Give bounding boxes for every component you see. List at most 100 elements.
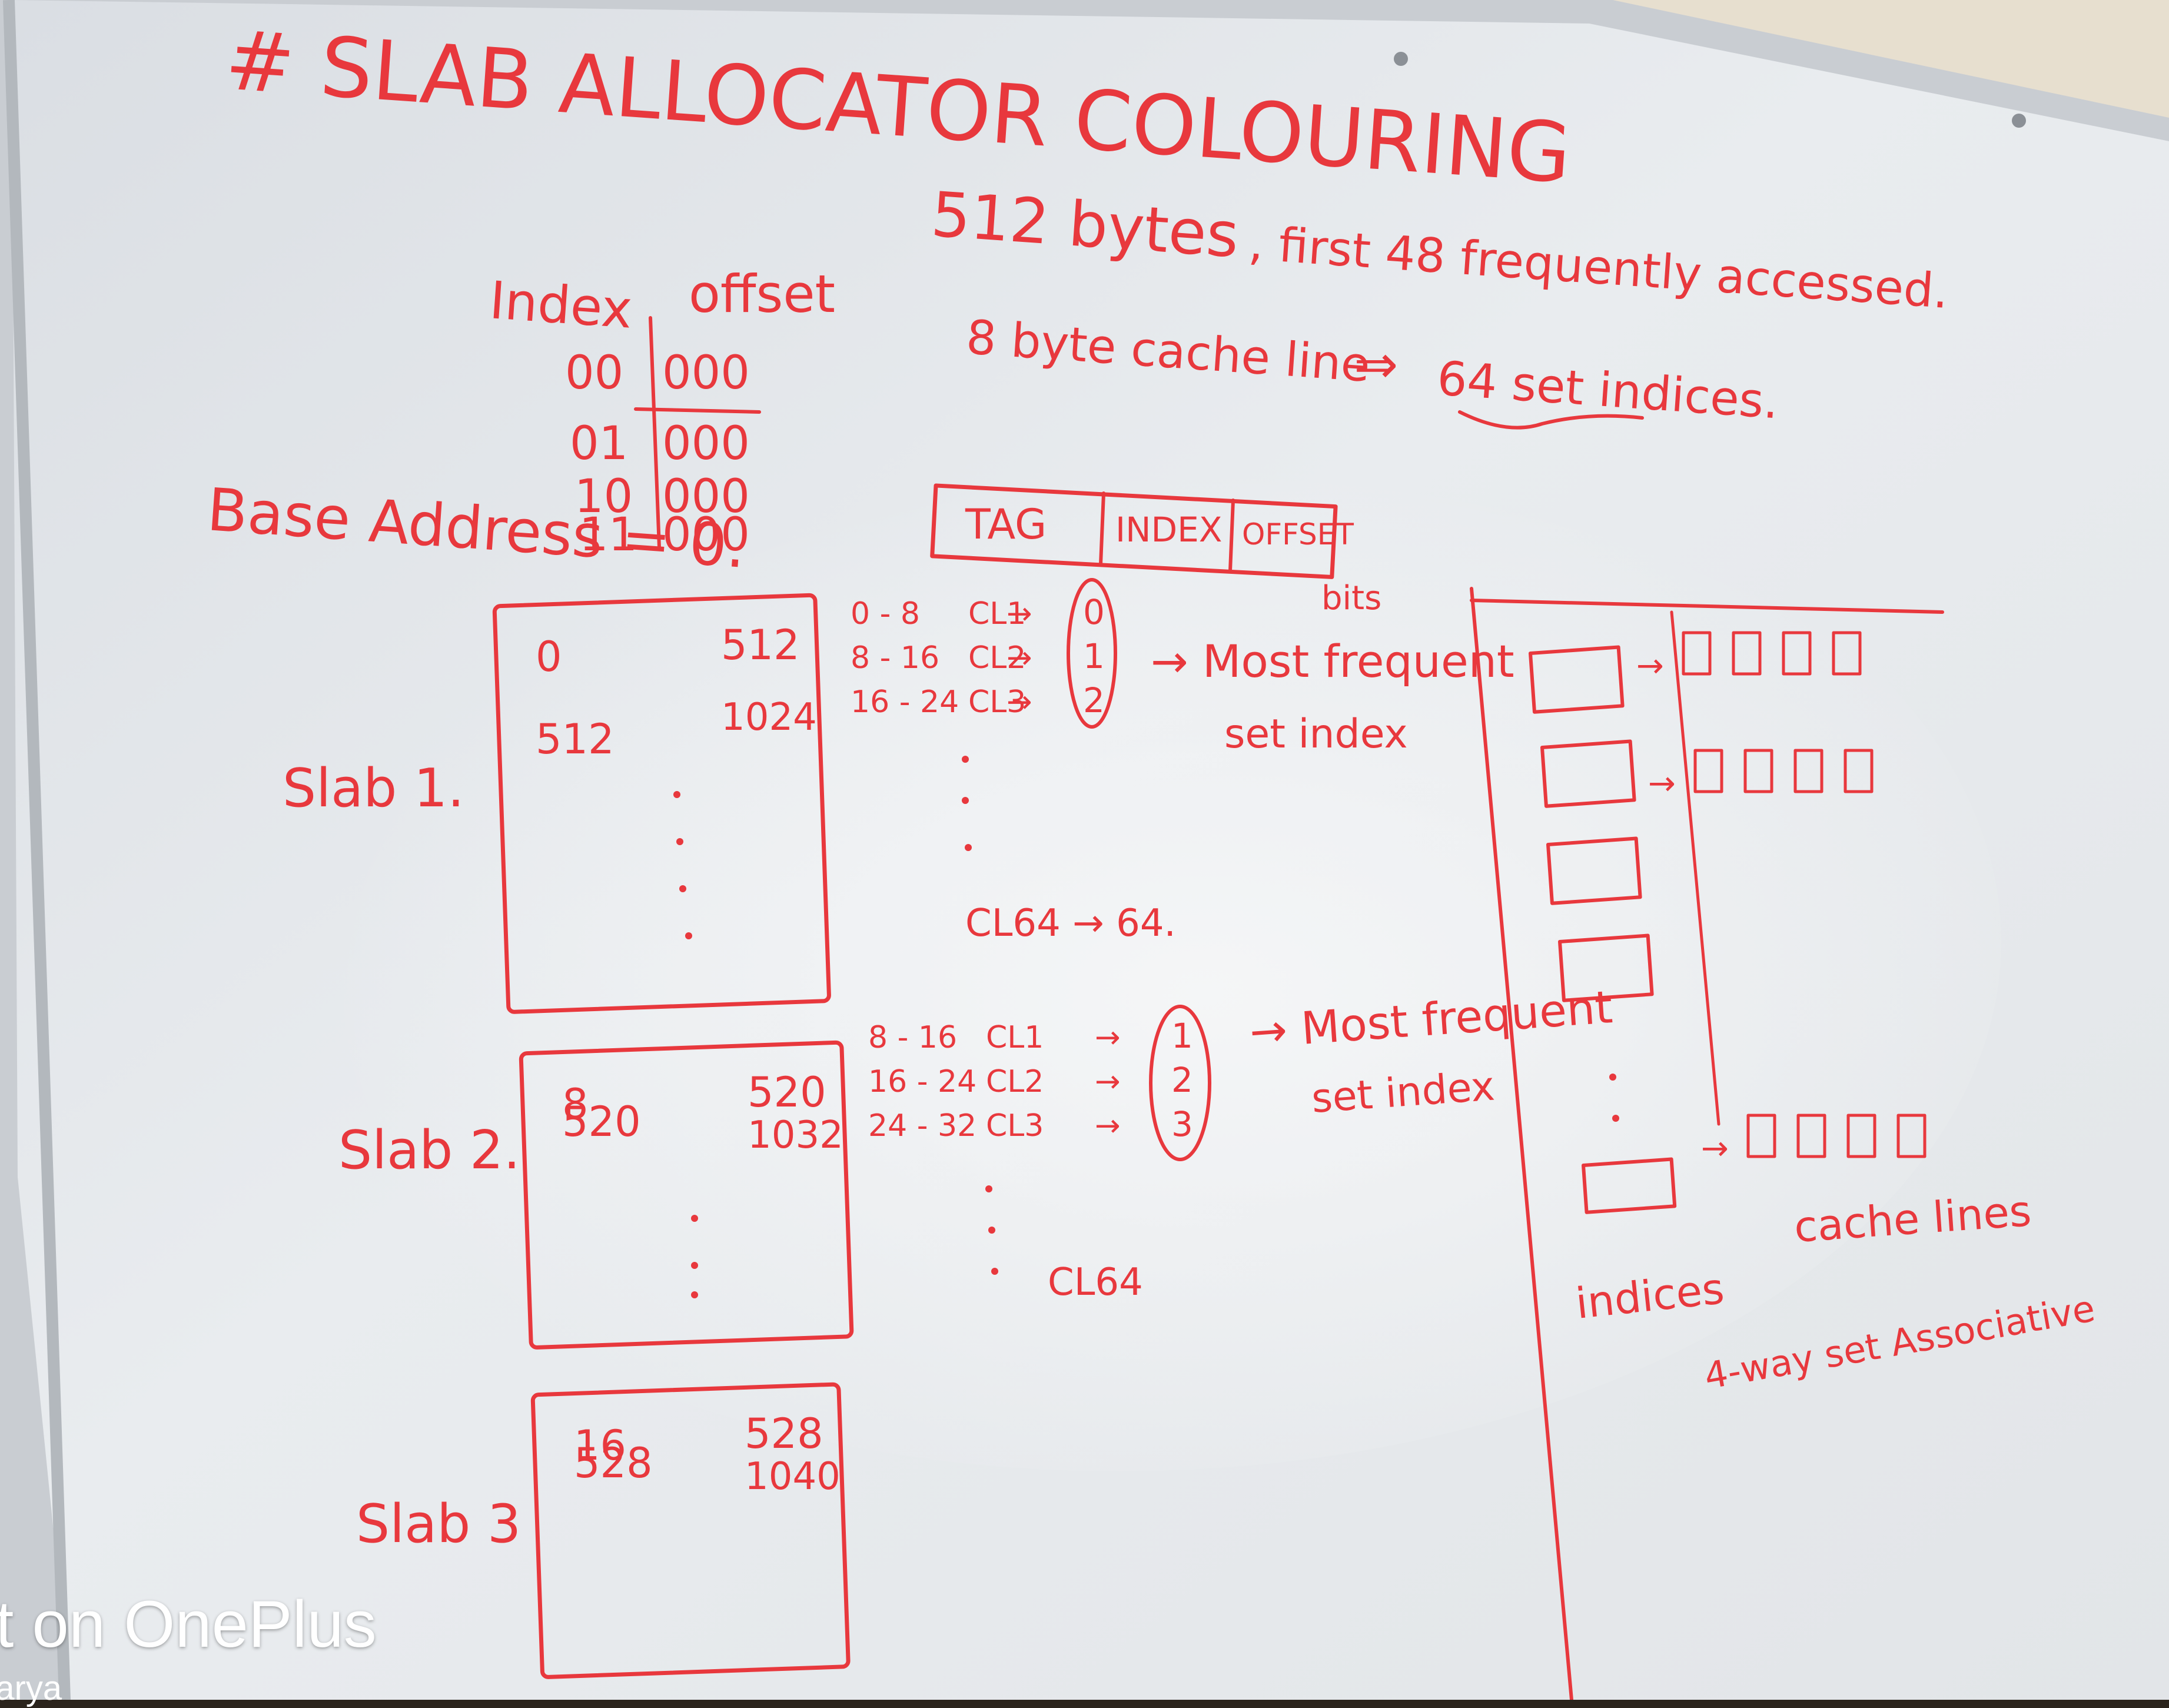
- table-index-cell: 11: [579, 509, 637, 561]
- arrow-icon: →: [1095, 1064, 1121, 1099]
- slab-label: Slab 1.: [283, 757, 464, 819]
- slab-box: [530, 1382, 851, 1679]
- watermark: ot on OnePlus: [0, 1587, 377, 1661]
- cache-line-box: [1793, 749, 1823, 793]
- most-frequent-1: → Most frequent: [1151, 635, 1514, 687]
- mapping-range: 0 - 8: [851, 596, 920, 632]
- cache-line-box: [1832, 631, 1862, 676]
- ellipsis-dot: [965, 844, 972, 851]
- slab-second: 520: [562, 1098, 641, 1146]
- continuation-dots: [673, 756, 1619, 1298]
- arrow-icon: →: [1007, 684, 1032, 720]
- board-screw-icon: [2012, 114, 2026, 128]
- cache-line-box: [1846, 1114, 1876, 1158]
- slab-start-end: 528: [745, 1410, 823, 1458]
- mapping-cache-line: CL1: [986, 1020, 1044, 1055]
- slab1-last-line: CL64 → 64.: [965, 902, 1176, 945]
- slab-start-end: 520: [748, 1068, 826, 1116]
- arrow-icon: →: [1095, 1020, 1121, 1055]
- mapping-set-index: 2: [1083, 680, 1105, 720]
- cache-line-box: [1796, 1114, 1826, 1158]
- index-slot-box: [1546, 836, 1642, 905]
- cache-line-box: [1896, 1114, 1926, 1158]
- index-slot-box: [1528, 645, 1625, 714]
- index-header: Index: [488, 270, 635, 340]
- cache-inner-line: [1670, 610, 1720, 1126]
- slab1-set-circle: [1067, 578, 1117, 729]
- mapping-set-index: 0: [1083, 592, 1105, 632]
- table-index-cell: 10: [574, 470, 633, 523]
- mapping-cache-line: CL3: [986, 1108, 1044, 1144]
- cache-line-box: [1746, 1114, 1776, 1158]
- mapping-set-index: 1: [1171, 1016, 1193, 1056]
- ellipsis-dot: [673, 791, 680, 798]
- cache-line-box: [1782, 631, 1812, 676]
- mapping-cache-line: CL2: [968, 640, 1026, 676]
- slab-box: [492, 593, 831, 1014]
- slab-second-end: 1024: [721, 696, 817, 739]
- mapping-cache-line: CL2: [986, 1064, 1044, 1099]
- board-left-edge: [3, 0, 71, 1700]
- ellipsis-dot: [685, 932, 692, 939]
- arrow-icon: →: [1648, 765, 1676, 803]
- mapping-set-index: 1: [1083, 636, 1105, 676]
- table-offset-cell: 000: [662, 347, 750, 400]
- cache-diagram: → → →: [1470, 587, 1944, 1700]
- field-index: INDEX: [1115, 510, 1223, 550]
- table-index-cell: 00: [565, 347, 623, 400]
- arrow-icon: →: [1095, 1108, 1121, 1144]
- arrow-icon: →: [1701, 1129, 1729, 1168]
- mapping-cache-line: CL3: [968, 684, 1026, 720]
- set-index-1: set index: [1224, 711, 1408, 757]
- mapping-range: 24 - 32: [868, 1108, 976, 1144]
- slab-start-end: 512: [721, 621, 800, 669]
- arrow-icon: →: [1007, 596, 1032, 632]
- cache-line-box: [1732, 631, 1762, 676]
- cache-line-box: [1682, 631, 1712, 676]
- slab-second: 528: [574, 1439, 653, 1487]
- slab-start: 16: [574, 1421, 626, 1470]
- table-offset-cell: 000: [662, 470, 750, 523]
- ellipsis-dot: [962, 756, 969, 763]
- table-vertical-line: [649, 316, 661, 549]
- ellipsis-dot: [962, 797, 969, 804]
- offset-header: offset: [689, 264, 835, 324]
- slab-label: Slab 2.: [338, 1119, 520, 1181]
- field-tag: TAG: [965, 500, 1047, 549]
- ellipsis-dot: [691, 1215, 698, 1222]
- mapping-set-index: 2: [1171, 1060, 1193, 1100]
- slab-second-end: 1040: [745, 1455, 841, 1498]
- field-divider: [1099, 491, 1105, 566]
- slab2-set-circle: [1149, 1005, 1211, 1161]
- ellipsis-dot: [991, 1268, 998, 1275]
- arrow-icon: →: [1636, 647, 1664, 685]
- mapping-range: 16 - 24: [868, 1064, 976, 1099]
- table-offset-cell: 000: [662, 417, 750, 470]
- address-fields-box: [930, 483, 1338, 579]
- slab-second-end: 1032: [748, 1114, 843, 1157]
- mapping-set-index: 3: [1171, 1104, 1193, 1144]
- mapping-range: 16 - 24: [851, 684, 959, 720]
- watermark-subtext: harya: [0, 1669, 62, 1707]
- cache-top-line: [1470, 599, 1944, 614]
- slab2-last-line: CL64: [1048, 1261, 1143, 1304]
- ellipsis-dot: [1612, 1115, 1619, 1122]
- ellipsis-dot: [985, 1185, 992, 1192]
- slab-start: 0: [536, 633, 562, 681]
- slab-label: Slab 3: [356, 1493, 521, 1555]
- table-offset-cell: 000: [662, 509, 750, 561]
- slab-second: 512: [536, 715, 615, 763]
- ellipsis-dot: [691, 1262, 698, 1269]
- slab-box: [519, 1040, 854, 1350]
- cache-line-box: [1844, 749, 1874, 793]
- bits-label: bits: [1321, 579, 1381, 617]
- table-horizontal-line: [634, 407, 761, 414]
- cache-divider-line: [1470, 587, 1573, 1700]
- slab-start: 8: [562, 1080, 589, 1128]
- table-index-cell: 01: [570, 417, 628, 470]
